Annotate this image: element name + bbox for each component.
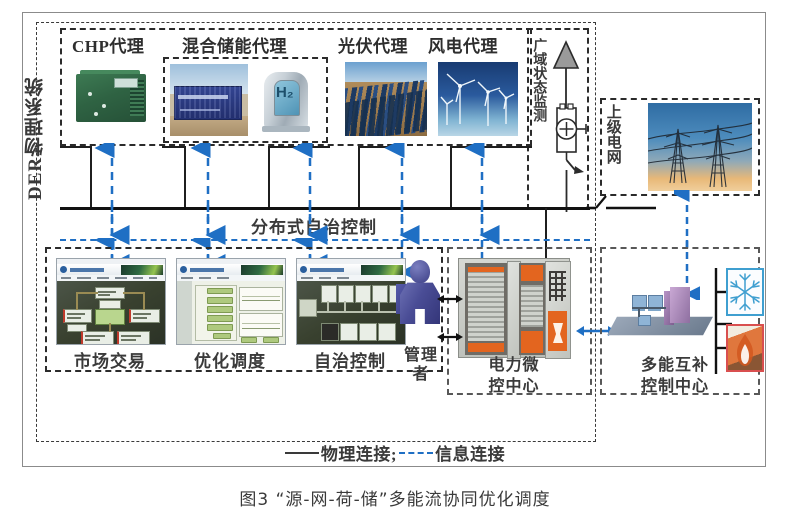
information-arrow-multi-energy — [684, 240, 700, 300]
wind-turbines-svg — [440, 73, 515, 126]
feeder-top-hybrid-a — [162, 146, 186, 148]
optimal-dispatch-screen[interactable] — [176, 258, 286, 345]
agent-label-pv: 光伏代理 — [338, 37, 408, 56]
agent-label-wind: 风电代理 — [428, 37, 498, 56]
feeder-top-pv — [358, 146, 404, 148]
transmission-tower-photo — [648, 103, 752, 191]
micro-control-center-label-line2: 控中心 — [488, 378, 540, 395]
screen-label-autonomy: 自治控制 — [314, 352, 386, 371]
wide-area-monitoring-label: 广域状态监测 — [531, 38, 547, 122]
multi-energy-center-box — [600, 247, 760, 395]
wind-farm-photo — [438, 62, 518, 136]
autonomous-control-screen[interactable] — [296, 258, 406, 345]
multi-energy-center-label-line1: 多能互补 — [640, 357, 709, 374]
main-power-bus — [60, 207, 590, 210]
legend-dashed-line — [399, 452, 434, 455]
agent-label-chp: CHP代理 — [72, 37, 145, 56]
der-physical-system-box — [36, 22, 596, 442]
multi-energy-center-label-line2: 控制中心 — [640, 378, 709, 395]
battery-container-photo — [170, 64, 248, 136]
antenna-icon — [552, 40, 580, 69]
feeder-top-wind — [450, 146, 532, 148]
hybrid-storage-group-box — [163, 57, 328, 143]
legend: 物理连接; 信息连接 — [0, 440, 790, 465]
manager-person-icon — [396, 258, 444, 342]
screen-label-market: 市场交易 — [74, 352, 146, 371]
feeder-chp — [90, 146, 92, 208]
manager-label-line2: 者 — [412, 366, 430, 383]
figure-caption: 图3 “源-网-荷-储”多能流协同优化调度 — [239, 490, 551, 510]
wide-area-monitoring-symbols — [552, 40, 587, 212]
manager-label-line1: 管理 — [403, 347, 438, 364]
der-physical-system-label: DER物理系统 — [25, 76, 46, 200]
upper-grid-label: 上级电网 — [604, 104, 621, 164]
micro-control-center-box — [447, 247, 592, 395]
operation-platform-box — [45, 247, 443, 372]
flame-icon — [726, 324, 764, 372]
chp-generator-photo — [72, 62, 150, 134]
manager-cabinet-arrow-bottom — [437, 333, 463, 341]
pv-farm-photo — [345, 62, 427, 136]
grid-tie-disconnector — [586, 195, 656, 210]
market-trading-screen[interactable] — [56, 258, 166, 345]
circuit-breaker-icon — [565, 159, 576, 171]
feeder-pv — [358, 146, 360, 208]
legend-solid-line — [284, 452, 319, 455]
snowflake-icon — [726, 268, 764, 316]
information-arrows-to-bus — [109, 205, 500, 245]
feeder-hybrid-b — [268, 146, 270, 208]
screen-label-dispatch: 优化调度 — [194, 352, 266, 371]
feeder-wind — [450, 146, 452, 208]
manager-cabinet-arrow-top — [437, 295, 463, 303]
legend-physical-label: 物理连接; — [320, 445, 398, 464]
feeder-top-chp — [60, 146, 92, 148]
information-arrow-upper-grid — [674, 190, 690, 248]
hydrogen-storage-photo: H₂ — [250, 64, 322, 136]
legend-information-label: 信息连接 — [435, 445, 506, 464]
feeder-hybrid-a — [184, 146, 186, 208]
agent-label-hybrid-storage: 混合储能代理 — [182, 37, 287, 56]
control-cabinet-photo — [458, 258, 571, 359]
server-rack-icon — [607, 275, 713, 355]
micro-control-center-label-line1: 电力微 — [488, 357, 540, 374]
